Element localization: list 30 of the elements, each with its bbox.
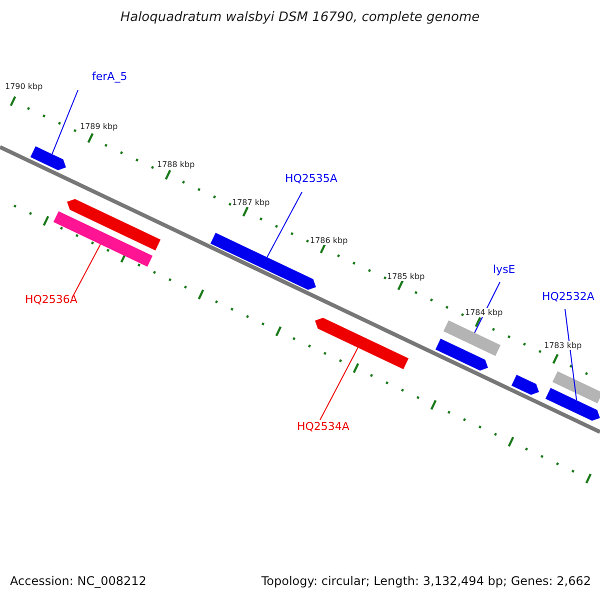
footer-text: Topology: circular; Length: 3,132,494 bp; Genes: 2,662 — [261, 574, 591, 588]
gene-feature — [552, 371, 600, 404]
scale-label: 1787 kbp — [232, 198, 270, 207]
scale-label: 1786 kbp — [310, 236, 348, 245]
leader-line — [564, 308, 578, 401]
scale-label: 1784 kbp — [465, 308, 503, 317]
scale-label: 1790 kbp — [5, 82, 43, 91]
footer-text: Accession: NC_008212 — [10, 574, 146, 588]
leader-line — [52, 90, 78, 155]
gene-feature — [67, 199, 161, 250]
scale-label: 1788 kbp — [157, 160, 195, 169]
gene-feature — [545, 388, 600, 421]
leader-line — [266, 192, 302, 258]
gene-label: lysE — [493, 263, 516, 276]
gene-label: HQ2535A — [285, 172, 338, 185]
leader-line — [320, 347, 358, 420]
gene-feature — [435, 338, 488, 371]
gene-label: ferA_5 — [92, 70, 128, 83]
scale-label: 1789 kbp — [80, 122, 118, 131]
gene-feature — [511, 374, 539, 395]
gene-label: HQ2534A — [297, 420, 350, 433]
gene-feature — [315, 318, 409, 370]
scale-label: 1783 kbp — [544, 341, 582, 350]
gene-feature — [53, 211, 153, 267]
gene-label: HQ2532A — [542, 290, 594, 303]
gene-feature — [443, 320, 501, 356]
gene-label: HQ2536A — [25, 293, 78, 306]
title: Haloquadratum walsbyi DSM 16790, complete genome — [119, 10, 481, 25]
scale-label: 1785 kbp — [387, 272, 425, 281]
gene-feature — [30, 146, 66, 170]
